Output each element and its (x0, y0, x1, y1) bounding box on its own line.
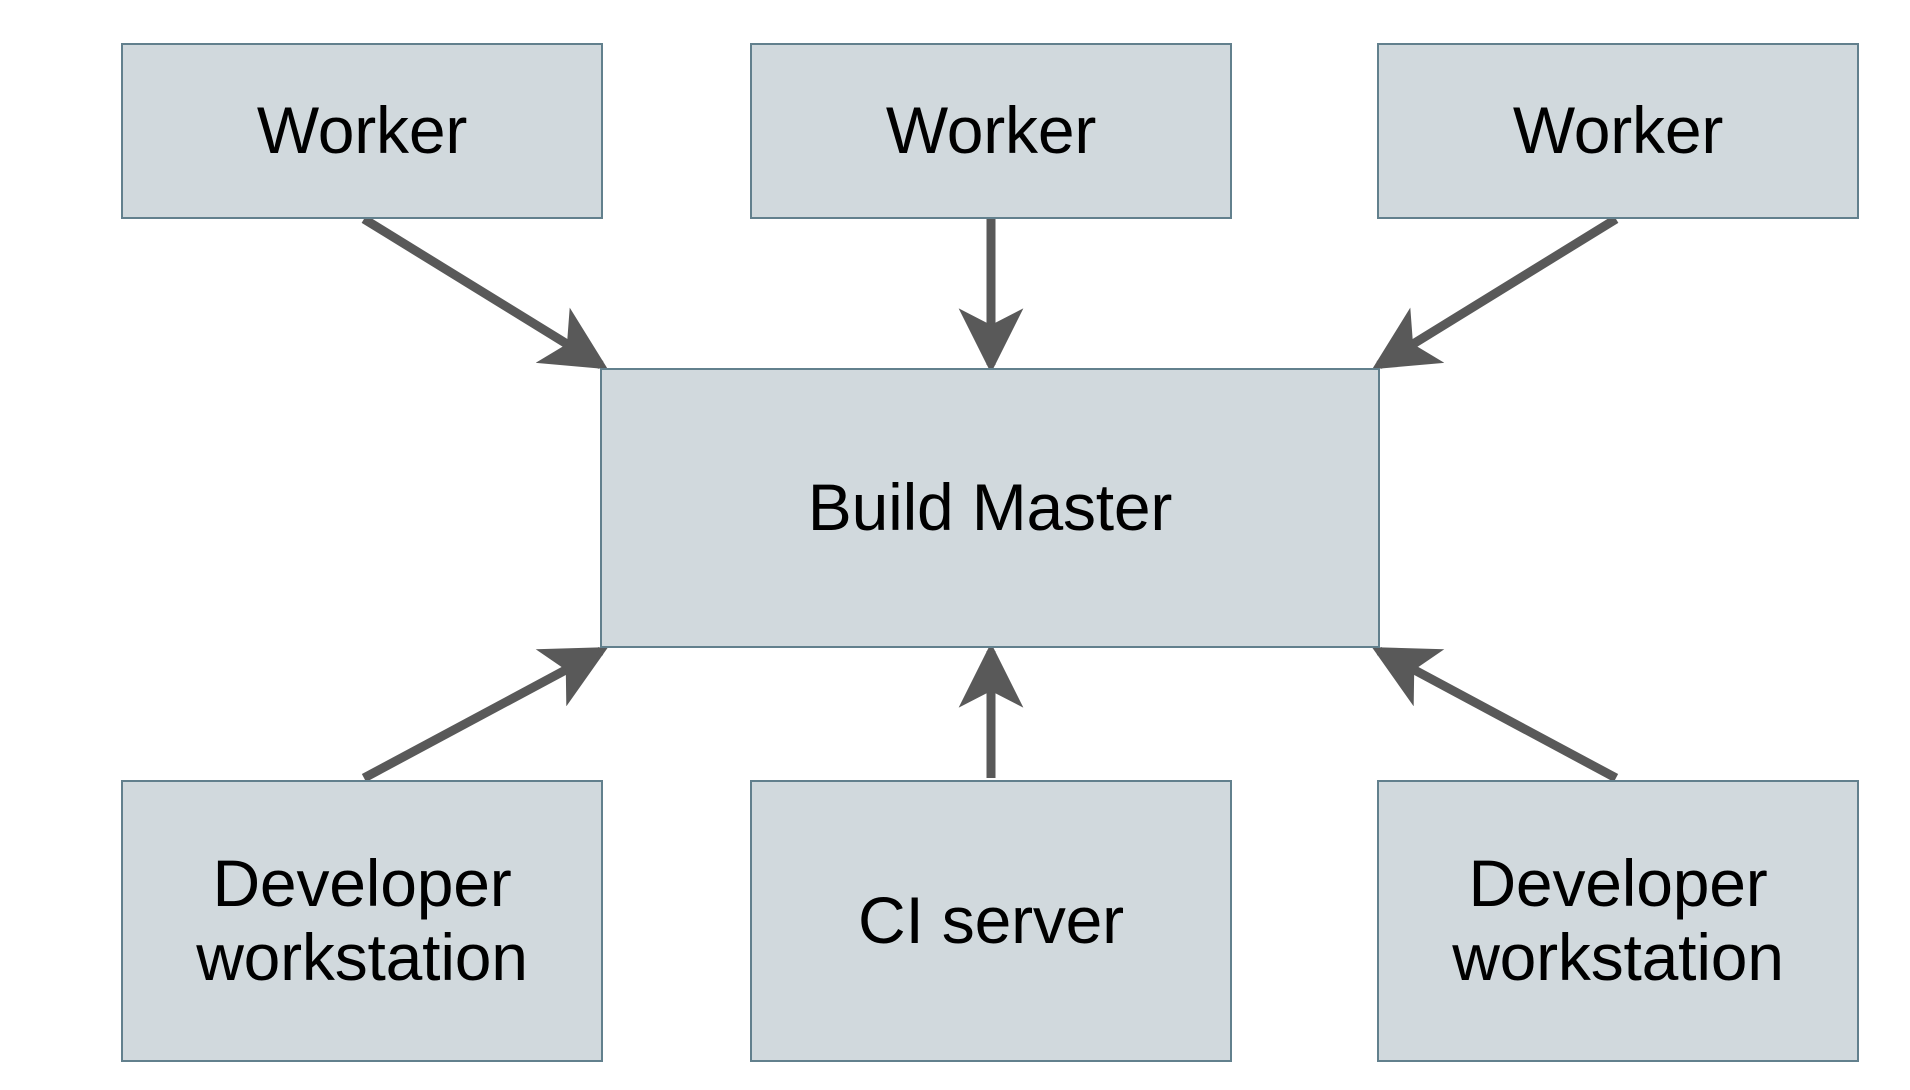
edge-worker-3-to-build-master (1372, 215, 1619, 370)
node-developer-workstation-2[interactable]: Developer workstation (1377, 780, 1859, 1062)
edge-dev-ws-2-to-build-master (1371, 647, 1619, 782)
node-build-master[interactable]: Build Master (600, 368, 1380, 648)
node-worker-2-label: Worker (885, 93, 1097, 168)
node-worker-2[interactable]: Worker (750, 43, 1232, 219)
node-ci-server[interactable]: CI server (750, 780, 1232, 1062)
node-worker-1[interactable]: Worker (121, 43, 603, 219)
node-developer-workstation-1-label: Developer workstation (196, 846, 528, 994)
edge-dev-ws-1-to-build-master (361, 647, 609, 782)
node-worker-3-label: Worker (1512, 93, 1724, 168)
node-build-master-label: Build Master (807, 470, 1173, 545)
node-ci-server-label: CI server (858, 883, 1124, 958)
edge-worker-1-to-build-master (361, 215, 608, 370)
node-worker-1-label: Worker (256, 93, 468, 168)
node-developer-workstation-2-label: Developer workstation (1452, 846, 1784, 994)
node-worker-3[interactable]: Worker (1377, 43, 1859, 219)
node-developer-workstation-1[interactable]: Developer workstation (121, 780, 603, 1062)
